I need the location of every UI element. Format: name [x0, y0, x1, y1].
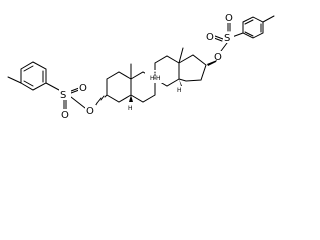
- left-sulfonyl-oxygen-bottom: O: [61, 110, 69, 121]
- c3-hashed-bond: [96, 94, 108, 104]
- left-tosyl-group: S O O O: [7, 61, 98, 121]
- c5-hydrogen-label: H: [128, 105, 133, 112]
- left-ester-oxygen-atom: O: [86, 106, 94, 117]
- steroid-skeleton: [106, 47, 207, 103]
- right-sulfur-atom: S: [224, 33, 230, 44]
- right-tosyl-group: S O O O: [205, 12, 275, 63]
- left-sulfur-ester-oxygen-bond: [70, 96, 86, 109]
- c14-hash-bond: [179, 79, 182, 86]
- ring-a: [106, 71, 132, 103]
- c13-methyl-bond: [178, 47, 184, 64]
- left-sulfur-atom: S: [60, 90, 66, 101]
- stereo-hydrogens: H H H H: [128, 70, 182, 112]
- ring-d: [178, 54, 207, 82]
- right-sulfur-ester-oxygen-bond: [220, 42, 228, 52]
- c8-hydrogen-label: H: [150, 75, 155, 82]
- structure-svg: S O O O H H: [7, 12, 275, 121]
- right-sulfonyl-oxygen-top: O: [225, 13, 233, 24]
- molecule-diagram: S O O O H H: [7, 12, 275, 121]
- right-methyl-bond: [262, 15, 275, 23]
- left-sulfonyl-oxygen-right: O: [79, 83, 87, 94]
- ring-b: [130, 71, 156, 103]
- c17-wedge-bond: [207, 60, 217, 66]
- left-benzene-ring: [20, 61, 47, 91]
- right-ester-oxygen-atom: O: [214, 52, 222, 63]
- right-sulfonyl-oxygen-left: O: [206, 32, 214, 43]
- c14-hydrogen-label: H: [177, 87, 182, 94]
- c9-hydrogen-label: H: [156, 75, 161, 82]
- right-benzene-ring: [242, 16, 264, 39]
- left-ring-sulfur-bond: [45, 82, 60, 91]
- c5-wedge-bond: [129, 95, 133, 102]
- left-methyl-bond: [7, 76, 22, 84]
